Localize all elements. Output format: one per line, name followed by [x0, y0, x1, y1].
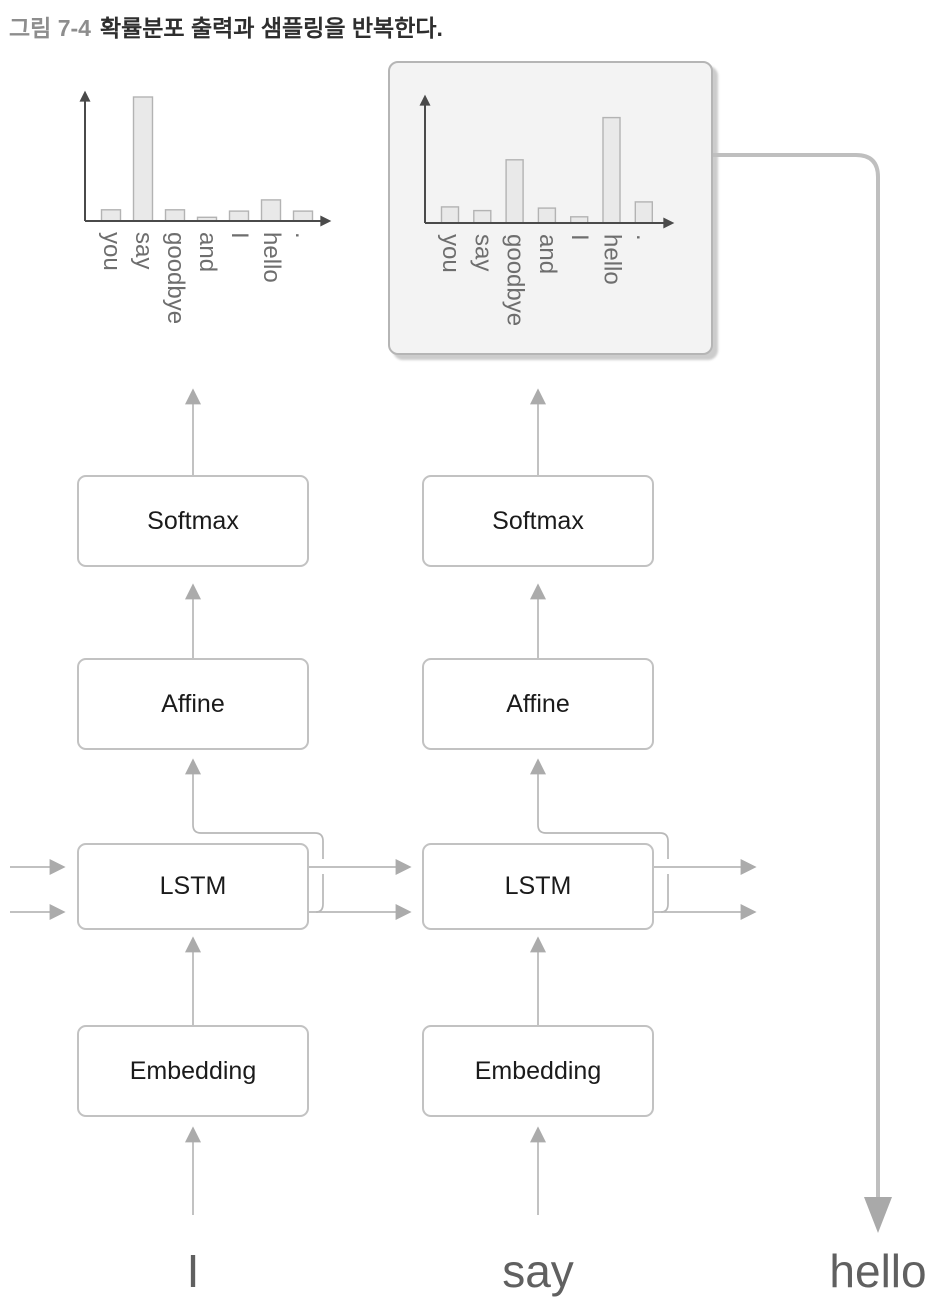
bar-say — [473, 209, 492, 224]
bar-hello — [602, 116, 621, 224]
embedding-label-t2: Embedding — [474, 1056, 602, 1085]
embedding-box-t2: Embedding — [422, 1025, 654, 1117]
tick-label-say: say — [130, 232, 157, 269]
affine-box-t1: Affine — [77, 658, 309, 750]
tick-label-goodbye: goodbye — [162, 232, 189, 324]
bar-period — [634, 201, 653, 224]
tick-label-period: . — [290, 232, 317, 239]
figure-title: 그림 7-4 확률분포 출력과 샘플링을 반복한다. — [9, 9, 443, 43]
softmax-box-t2: Softmax — [422, 475, 654, 567]
tick-label-hello: hello — [599, 234, 626, 285]
sampling-connector-line — [713, 153, 880, 1200]
lstm-label-t2: LSTM — [504, 872, 572, 900]
bar-goodbye — [505, 159, 524, 224]
embedding-label-t1: Embedding — [129, 1056, 257, 1085]
arrow-hstate1-branch-to-affine — [193, 772, 324, 913]
tick-label-period: . — [631, 234, 658, 241]
bar-you — [100, 209, 122, 222]
figure-caption: 확률분포 출력과 샘플링을 반복한다. — [99, 15, 443, 41]
sampling-arrowhead — [864, 1197, 892, 1233]
output-word-hello: hello — [829, 1245, 927, 1297]
tick-label-you: you — [98, 232, 125, 271]
affine-box-t2: Affine — [422, 658, 654, 750]
softmax-box-t1: Softmax — [77, 475, 309, 567]
bar-hello — [260, 199, 282, 222]
input-word-2: say — [502, 1245, 574, 1297]
softmax-label-t1: Softmax — [147, 506, 239, 535]
affine-label-t1: Affine — [161, 689, 225, 718]
tick-label-and: and — [194, 232, 221, 272]
figure-label: 그림 7-4 — [9, 15, 91, 41]
lstm-box-t2: LSTM — [422, 843, 654, 930]
lstm-box-t1: LSTM — [77, 843, 309, 930]
input-word-1: I — [186, 1245, 200, 1297]
affine-label-t2: Affine — [506, 689, 570, 718]
tick-label-say: say — [469, 234, 496, 271]
tick-label-i: I — [226, 232, 253, 239]
tick-label-i: I — [566, 234, 593, 241]
embedding-box-t1: Embedding — [77, 1025, 309, 1117]
arrow-hstate2-branch-to-affine — [538, 772, 669, 913]
tick-label-and: and — [534, 234, 561, 274]
bar-period — [292, 210, 314, 222]
softmax-label-t2: Softmax — [492, 506, 584, 535]
bar-say — [132, 96, 154, 222]
tick-label-you: you — [437, 234, 464, 273]
tick-label-hello: hello — [258, 232, 285, 283]
bar-goodbye — [164, 209, 186, 222]
bar-and — [537, 207, 557, 224]
bar-i — [228, 210, 250, 222]
bar-you — [440, 206, 460, 224]
tick-label-goodbye: goodbye — [502, 234, 529, 326]
lstm-label-t1: LSTM — [159, 872, 227, 900]
